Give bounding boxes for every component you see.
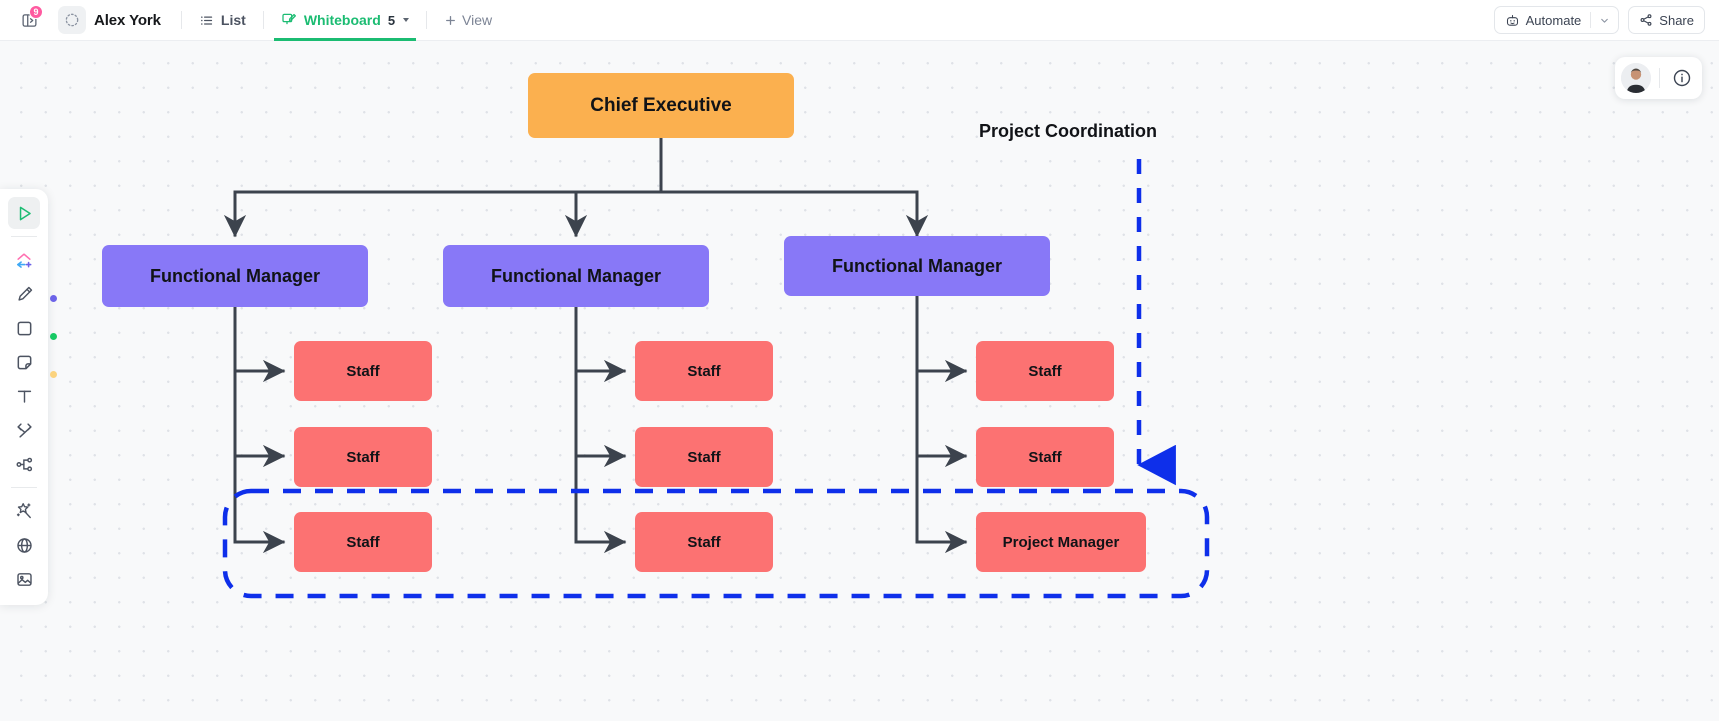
node-staff-2-2[interactable]: Staff [635,427,773,487]
chevron-down-icon[interactable] [403,18,410,22]
info-button[interactable] [1668,64,1696,92]
org-chart: Chief Executive Functional Manager Funct… [0,41,1719,721]
list-icon [200,15,213,25]
node-functional-manager-1[interactable]: Functional Manager [102,245,368,307]
node-staff-1-1[interactable]: Staff [294,341,432,401]
canvas-top-right-widget [1615,57,1702,99]
tool-rail [0,189,57,605]
embed-tool[interactable] [8,529,40,561]
share-label: Share [1659,12,1694,28]
dotted-circle-icon [65,13,79,27]
add-shape-icon [16,253,32,268]
text-t-icon [17,390,31,403]
node-staff-2-1[interactable]: Staff [635,341,773,401]
tab-whiteboard-label: Whiteboard [303,12,381,28]
connector-tool[interactable] [8,414,40,446]
add-view-button[interactable]: View [437,0,499,41]
node-tree-icon [16,457,32,471]
node-label: Project Manager [1002,533,1120,551]
image-tool[interactable] [8,563,40,595]
top-bar-right: Automate Share [1493,6,1705,34]
node-label: Staff [346,448,380,466]
sticky-note-icon [17,355,31,369]
automate-dropdown-button[interactable] [1591,7,1618,33]
node-functional-manager-2[interactable]: Functional Manager [443,245,709,307]
node-label: Staff [346,533,380,551]
share-nodes-icon [1640,14,1652,26]
node-label: Functional Manager [149,265,320,286]
rectangle-tool[interactable] [8,312,40,344]
pen-color-dot[interactable] [50,295,57,302]
node-label: Staff [687,533,721,551]
notification-badge[interactable]: 9 [29,5,43,19]
share-button[interactable]: Share [1628,6,1705,34]
chevron-down-icon [1601,18,1609,23]
pen-tool[interactable] [8,278,40,310]
node-label: Functional Manager [490,265,661,286]
node-chief-executive[interactable]: Chief Executive [528,73,794,138]
node-functional-manager-3[interactable]: Functional Manager [784,236,1050,296]
divider-1 [180,11,182,29]
globe-icon [16,537,32,553]
node-staff-3-1[interactable]: Staff [976,341,1114,401]
node-project-manager[interactable]: Project Manager [976,512,1146,572]
automate-label: Automate [1525,12,1582,28]
whiteboard-icon [282,13,296,25]
top-bar: 9 Alex York List Whitebo [0,0,1719,41]
ai-tool[interactable] [8,495,40,527]
arrows-diagonal-icon [16,422,32,438]
project-coordination-label[interactable]: Project Coordination [979,121,1158,141]
tab-list-label: List [220,12,246,28]
user-avatar[interactable] [1621,63,1651,93]
tab-list[interactable]: List [192,0,253,41]
plus-icon [446,15,455,25]
workspace-name[interactable]: Alex York [94,11,161,29]
node-label: Staff [687,362,721,380]
rectangle-color-dot[interactable] [50,333,57,340]
whiteboard-canvas[interactable]: Chief Executive Functional Manager Funct… [0,41,1719,721]
mindmap-tool[interactable] [8,448,40,480]
automate-button-group: Automate [1493,6,1620,34]
automate-divider [1590,12,1592,28]
divider-2 [262,11,264,29]
widget-divider [1659,68,1660,88]
text-tool[interactable] [8,380,40,412]
magic-wand-icon [16,503,31,519]
node-label: Staff [1028,448,1062,466]
pen-icon [17,286,32,301]
automate-button[interactable]: Automate [1495,7,1591,33]
node-label: Chief Executive [590,94,732,116]
node-staff-3-2[interactable]: Staff [976,427,1114,487]
robot-icon [1506,14,1518,26]
node-label: Staff [346,362,380,380]
avatar-image [1621,63,1651,93]
add-view-label: View [462,12,493,28]
tab-whiteboard[interactable]: Whiteboard 5 [273,0,417,41]
top-bar-left: 9 Alex York List Whitebo [14,0,499,41]
square-icon [17,321,31,335]
node-label: Functional Manager [831,255,1002,276]
sticky-note-tool[interactable] [8,346,40,378]
tab-whiteboard-count: 5 [387,12,396,28]
node-staff-2-3[interactable]: Staff [635,512,773,572]
tool-divider-2 [11,487,37,488]
select-tool[interactable] [8,197,40,229]
info-circle-icon [1673,69,1691,87]
workspace-avatar[interactable] [58,6,86,34]
sticky-note-color-dot[interactable] [50,371,57,378]
node-staff-1-3[interactable]: Staff [294,512,432,572]
node-label: Staff [1028,362,1062,380]
sidebar-toggle-button[interactable]: 9 [14,5,44,35]
node-label: Staff [687,448,721,466]
node-staff-1-2[interactable]: Staff [294,427,432,487]
divider-3 [426,11,428,29]
tool-divider-1 [11,236,37,237]
cursor-play-icon [19,206,31,220]
image-icon [16,572,32,586]
shapes-tool[interactable] [8,244,40,276]
